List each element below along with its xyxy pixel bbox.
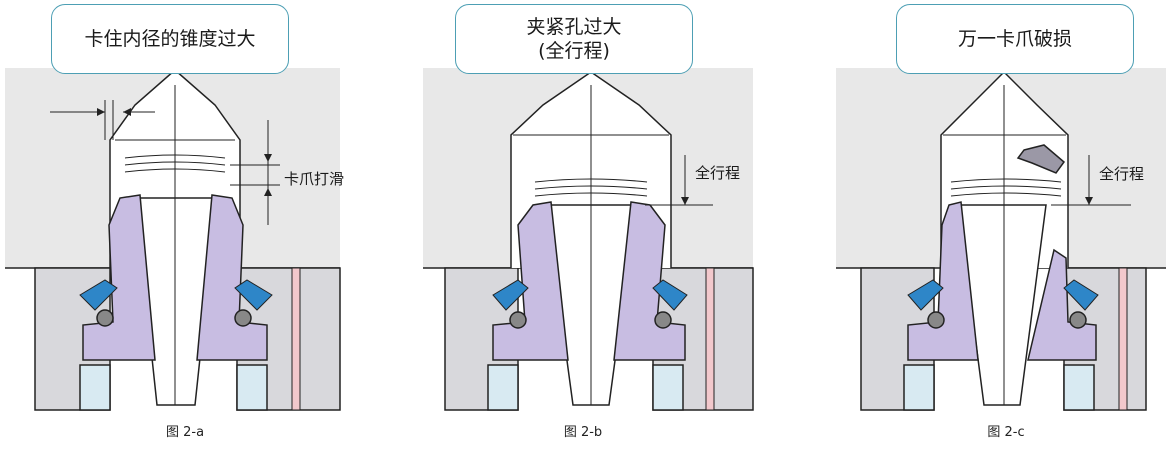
- figure-2a-title: 卡住内径的锥度过大: [51, 4, 289, 74]
- figure-2b-drawing: [423, 68, 754, 411]
- figure-2b: 夹紧孔过大 (全行程) 全行程 图 2-b: [423, 0, 783, 450]
- broken-jaw-fragment: [1016, 144, 1066, 174]
- figure-2a-drawing: [5, 68, 341, 411]
- figure-2c-caption: 图 2-c: [987, 425, 1025, 440]
- figure-2c-drawing: [836, 68, 1166, 411]
- figure-2a-dimension-label: 卡爪打滑: [284, 170, 345, 188]
- figure-2c-dimension-label: 全行程: [1099, 165, 1145, 183]
- figure-2a: 卡住内径的锥度过大 卡爪打滑 图 2-a: [5, 0, 365, 450]
- ball-left: [96, 309, 114, 327]
- figure-2b-title: 夹紧孔过大 (全行程): [455, 4, 693, 74]
- figure-2b-dimension-label: 全行程: [695, 164, 741, 182]
- seal-right: [234, 279, 273, 311]
- figure-2c: 万一卡爪破损 全行程 图 2-c: [806, 0, 1166, 450]
- figure-2c-title: 万一卡爪破损: [896, 4, 1134, 74]
- pink-strip: [291, 267, 301, 411]
- ball-right: [234, 309, 252, 327]
- seal-left: [79, 279, 118, 311]
- figure-2b-caption: 图 2-b: [563, 425, 603, 440]
- figure-2a-caption: 图 2-a: [165, 425, 205, 440]
